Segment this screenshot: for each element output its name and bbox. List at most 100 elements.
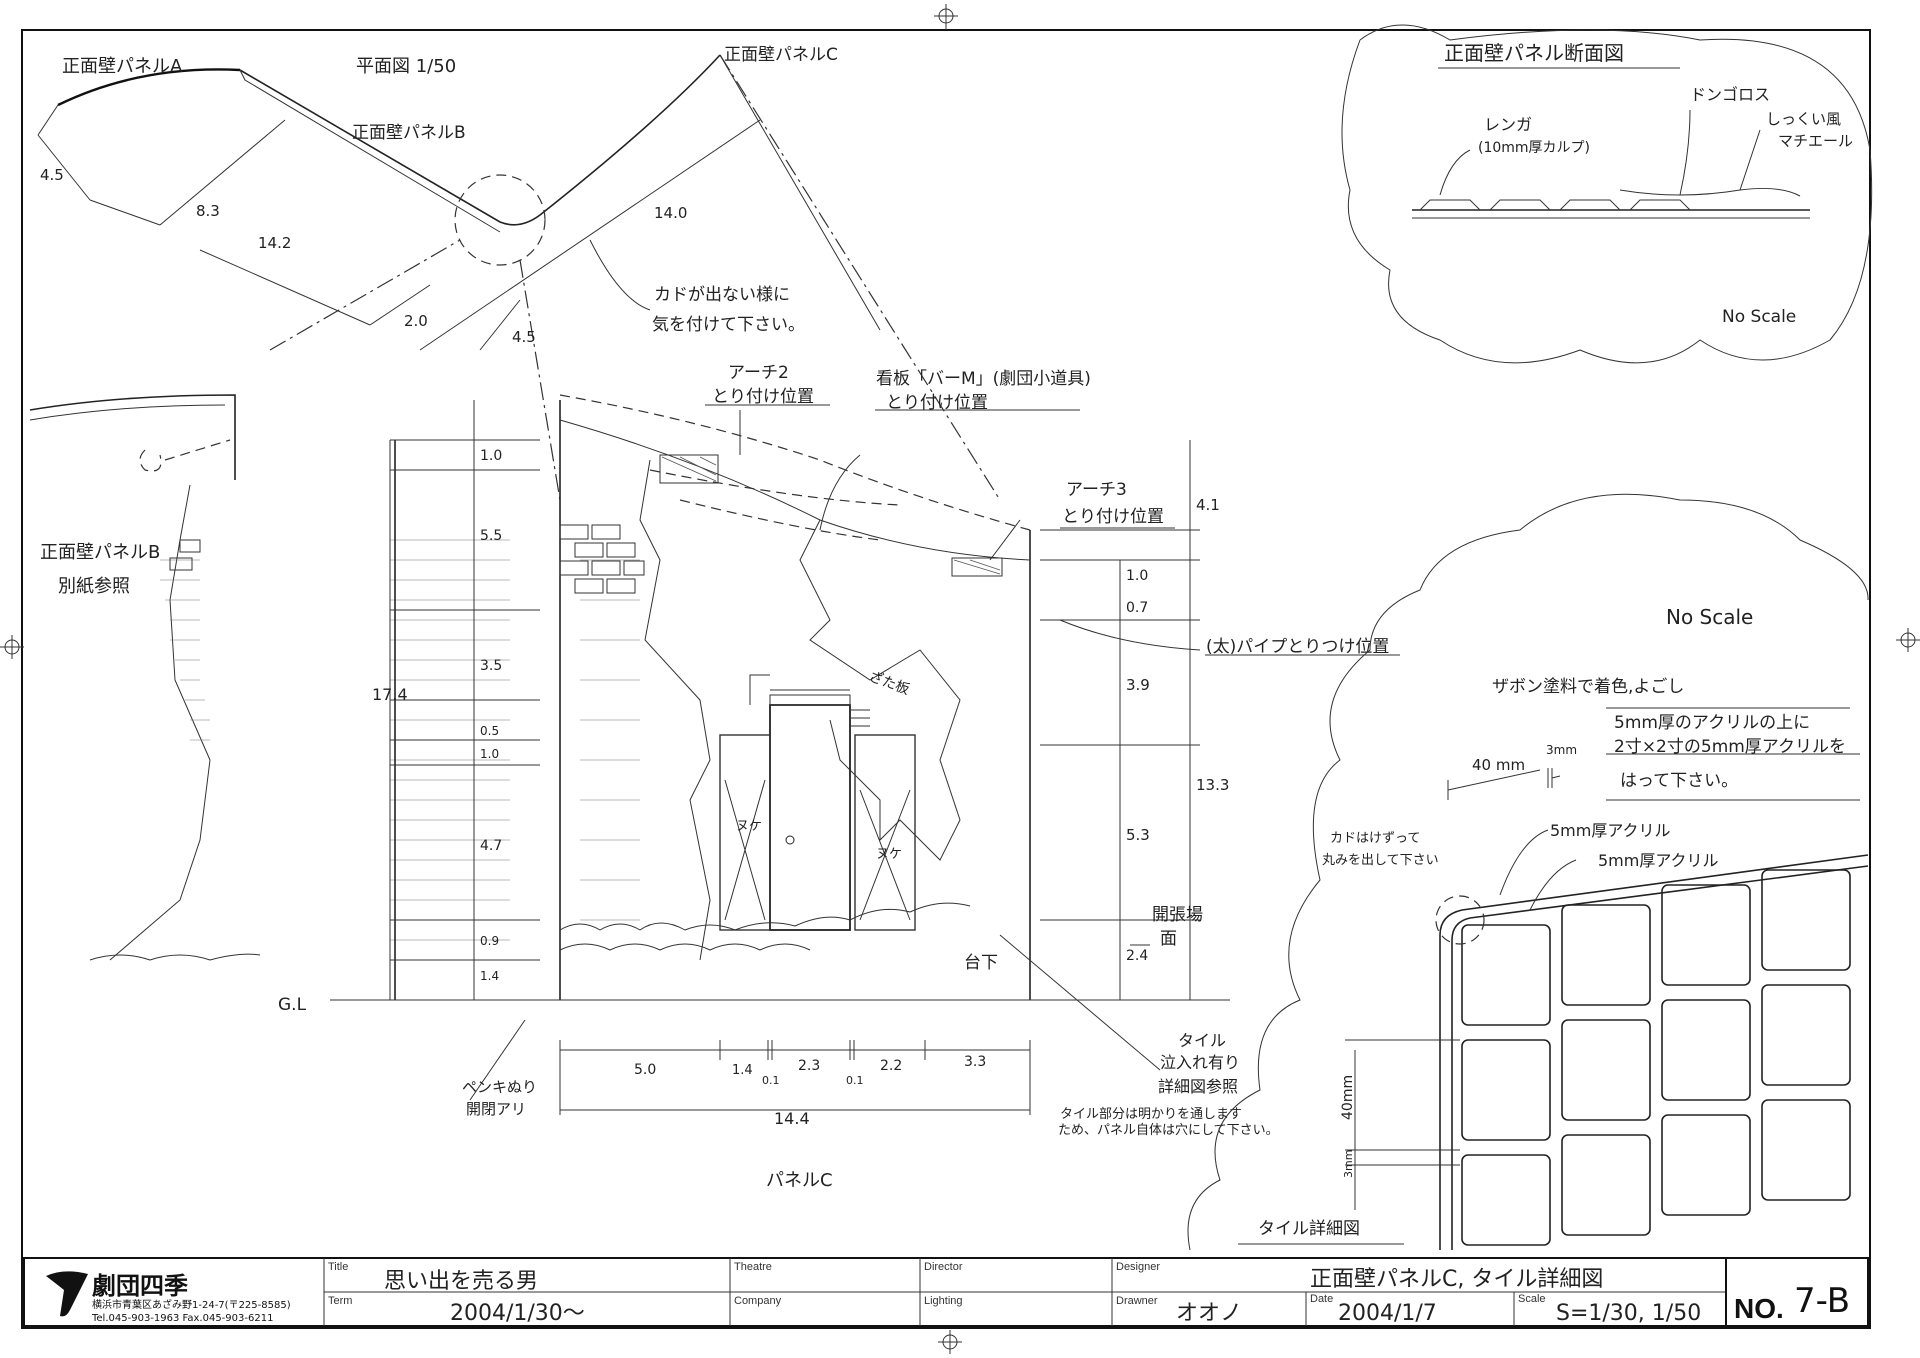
elev-left-dim: 1.0	[480, 747, 499, 761]
tb-title-value: 思い出を売る男	[384, 1269, 538, 1294]
tb-label-title: Title	[328, 1261, 348, 1273]
elev-right-total-b: 13.3	[1196, 776, 1229, 794]
company-name: 劇団四季	[92, 1272, 188, 1300]
tb-term-value: 2004/1/30～	[450, 1301, 585, 1326]
elev-tile-note: タイル部分は明かりを通します	[1060, 1107, 1242, 1122]
tb-no-value: 7-B	[1794, 1281, 1850, 1321]
elev-pipe-label: (太)パイプとりつけ位置	[1206, 637, 1389, 657]
elev-sign-pos: とり付け位置	[886, 393, 988, 413]
tb-label-term: Term	[328, 1295, 352, 1307]
elev-right-total-a: 4.1	[1196, 496, 1220, 514]
plan-panel-c-label: 正面壁パネルC	[724, 45, 838, 65]
wall-hatching	[160, 539, 640, 941]
tile-note2: 5mm厚のアクリルの上に	[1614, 713, 1810, 733]
elev-bottom-dim: 2.2	[880, 1058, 902, 1074]
elev-left-dim: 0.5	[480, 724, 499, 738]
tile-corner-note: カドはけずって	[1330, 831, 1420, 846]
elev-right-dim: 0.7	[1126, 600, 1148, 616]
elev-left-dim: 3.5	[480, 658, 502, 674]
tb-label-theatre: Theatre	[734, 1261, 772, 1273]
elev-panel-b-ref: 別紙参照	[58, 576, 130, 597]
elevation-view: 1.0 5.5 3.5 0.5 1.0 4.7 0.9 1.4 17.4 1.0…	[29, 363, 1400, 1191]
elev-panel-c-label: パネルC	[766, 1170, 833, 1191]
brick-pattern	[169, 524, 645, 594]
tb-label-director: Director	[924, 1261, 963, 1273]
tb-no-label: NO.	[1734, 1293, 1784, 1324]
tb-label-designer: Designer	[1116, 1261, 1160, 1273]
elev-left-dim: 1.0	[480, 448, 502, 464]
section-plaster1: しっくい風	[1766, 110, 1841, 128]
elev-arch2-pos: とり付け位置	[712, 387, 814, 407]
tb-label-lighting: Lighting	[924, 1295, 963, 1307]
section-plaster2: マチエール	[1778, 132, 1853, 150]
elev-left-dim: 4.7	[480, 838, 502, 854]
title-block: 劇団四季 横浜市青葉区あざみ野1-24-7(〒225-8585) Tel.045…	[23, 1257, 1869, 1327]
tb-scale-value: S=1/30, 1/50	[1556, 1301, 1701, 1326]
company-address: 横浜市青葉区あざみ野1-24-7(〒225-8585)	[92, 1298, 291, 1311]
plan-dim: 8.3	[196, 202, 220, 220]
company-logo-icon	[46, 1271, 88, 1317]
elev-nuke-left: ヌケ	[736, 819, 762, 834]
elev-paint-sub: 開閉アリ	[466, 1100, 526, 1118]
plan-panel-b-label: 正面壁パネルB	[352, 123, 466, 143]
tb-drawner-value: オオノ	[1176, 1301, 1242, 1326]
elev-right-dim: 2.4	[1126, 948, 1148, 964]
tb-drawing-name: 正面壁パネルC, タイル詳細図	[1310, 1267, 1603, 1292]
tb-label-date: Date	[1310, 1293, 1333, 1305]
tb-date-value: 2004/1/7	[1338, 1301, 1437, 1326]
tb-label-scale: Scale	[1518, 1293, 1546, 1305]
tile-acrylic-label: 5mm厚アクリル	[1598, 851, 1719, 870]
tb-label-company: Company	[734, 1295, 782, 1307]
elev-daishita-label: 台下	[964, 953, 998, 973]
section-detail: 正面壁パネル断面図 レンガ (10mm厚カルプ) ドンゴロス しっくい風 マチエ…	[1341, 24, 1873, 364]
elev-left-dim: 1.4	[480, 969, 499, 983]
elev-bottom-dim: 3.3	[964, 1054, 986, 1070]
elev-tile-sub: 泣入れ有り	[1160, 1053, 1240, 1072]
elev-right-dim: 5.3	[1126, 826, 1150, 844]
sign-arch2	[659, 454, 719, 484]
section-title: 正面壁パネル断面図	[1444, 41, 1624, 65]
tile-note3: 2寸×2寸の5mm厚アクリルを	[1614, 737, 1846, 757]
elev-right-dim: 1.0	[1126, 568, 1148, 584]
plan-view: 正面壁パネルA 平面図 1/50 正面壁パネルB 正面壁パネルC 4.5 8.3…	[37, 45, 1001, 501]
elev-arch3-pos: とり付け位置	[1062, 507, 1164, 527]
tile-acrylic-label: 5mm厚アクリル	[1550, 821, 1671, 840]
elev-arch3-label: アーチ3	[1066, 480, 1127, 500]
section-scale: No Scale	[1722, 307, 1796, 327]
elev-kaicho-label: 開張場	[1152, 905, 1203, 925]
elev-left-total: 17.4	[372, 685, 408, 704]
door	[769, 704, 851, 931]
tile-grid	[1439, 854, 1869, 1250]
plan-title: 平面図 1/50	[356, 56, 456, 77]
elev-tile-label: タイル	[1178, 1031, 1226, 1050]
tile-dim-3: 3mm	[1546, 743, 1577, 757]
elev-kaicho-sub: 面	[1160, 929, 1177, 949]
elev-left-dim: 0.9	[480, 934, 499, 948]
tile-note1: ザボン塗料で着色,よごし	[1492, 676, 1684, 697]
section-brick-sub: (10mm厚カルプ)	[1478, 140, 1590, 156]
plan-dim: 14.0	[654, 204, 687, 222]
tile-note4: はって下さい。	[1620, 771, 1738, 791]
tile-dim-40: 40 mm	[1472, 756, 1525, 774]
section-brick: レンガ	[1484, 115, 1532, 134]
plan-panel-a-label: 正面壁パネルA	[62, 56, 183, 77]
elev-arch2-label: アーチ2	[728, 363, 789, 383]
elev-sign-label: 看板「バーM」(劇団小道具)	[876, 369, 1091, 389]
tile-corner-note: 丸みを出して下さい	[1322, 853, 1439, 868]
tile-vdim-40: 40mm	[1340, 1075, 1356, 1120]
elev-gl-label: G.L	[278, 995, 307, 1015]
plan-note: 気を付けて下さい。	[652, 315, 805, 335]
tile-vdim-3: 3mm	[1342, 1150, 1355, 1178]
plan-dim: 2.0	[404, 312, 428, 330]
company-tel: Tel.045-903-1963 Fax.045-903-6211	[91, 1313, 273, 1324]
elev-board-label: ざた板	[867, 668, 912, 698]
plan-note: カドが出ない様に	[654, 285, 790, 305]
elev-bottom-dim: 0.1	[846, 1074, 864, 1087]
elev-right-dim: 3.9	[1126, 676, 1150, 694]
tile-detail-title: タイル詳細図	[1258, 1219, 1360, 1239]
elev-bottom-dim: 1.4	[732, 1063, 753, 1078]
elev-nuke-right: ヌケ	[876, 847, 902, 862]
elev-bottom-dim: 2.3	[798, 1058, 820, 1074]
elev-bottom-total: 14.4	[774, 1109, 810, 1128]
